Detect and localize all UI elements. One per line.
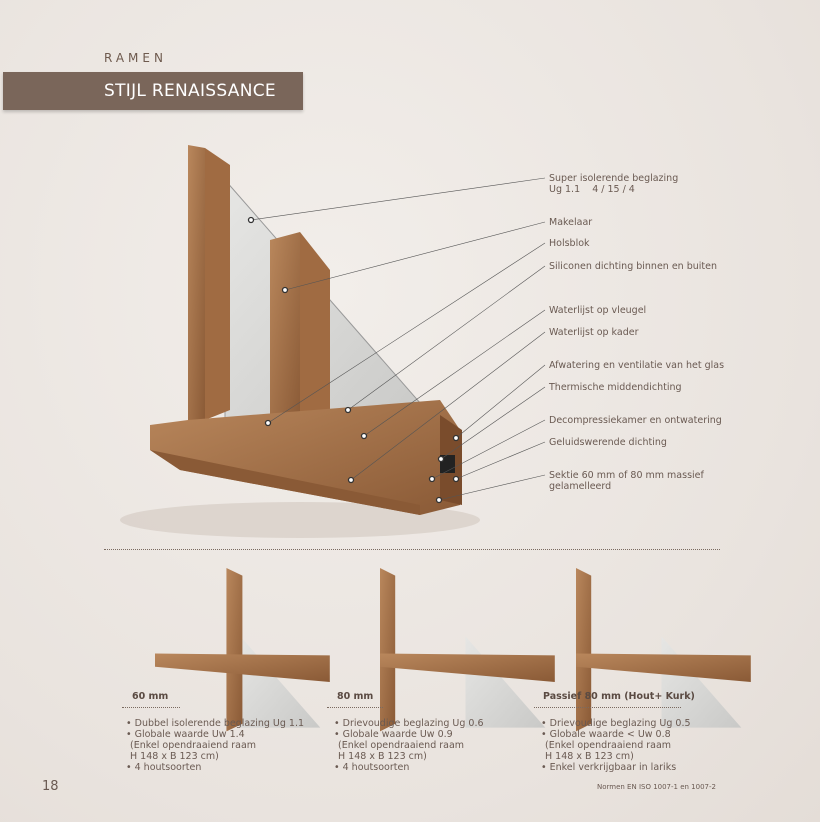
callout-geluid: Geluidswerende dichting <box>549 437 667 448</box>
list-item: • Drievoudige beglazing Ug 0.5 <box>541 718 691 729</box>
callout-sub: gelamelleerd <box>549 481 612 492</box>
variant-title: 80 mm <box>337 691 374 702</box>
callout-waterlijst-vleugel: Waterlijst op vleugel <box>549 305 647 316</box>
list-item: (Enkel opendraaiend raam <box>545 740 672 751</box>
callout-siliconen: Siliconen dichting binnen en buiten <box>549 261 718 272</box>
list-item: • 4 houtsoorten <box>126 762 202 773</box>
variant-passief: Passief 80 mm (Hout+ Kurk) • Drievoudige… <box>534 691 695 773</box>
section-label: RAMEN <box>104 51 167 65</box>
list-item: • Globale waarde Uw 0.9 <box>334 729 453 740</box>
variant-title: 60 mm <box>132 691 169 702</box>
variant-60mm: 60 mm • Dubbel isolerende beglazing Ug 1… <box>122 691 304 773</box>
callout-label: Sektie 60 mm of 80 mm massief <box>549 470 704 481</box>
callout-makelaar: Makelaar <box>549 217 593 228</box>
list-item: H 148 x B 123 cm) <box>130 751 219 762</box>
list-item: • Dubbel isolerende beglazing Ug 1.1 <box>126 718 305 729</box>
variant-thumbnails <box>155 568 751 732</box>
callout-decompressie: Decompressiekamer en ontwatering <box>549 415 722 426</box>
variant-title: Passief 80 mm (Hout+ Kurk) <box>543 691 695 702</box>
list-item: H 148 x B 123 cm) <box>545 751 634 762</box>
callout-afwatering: Afwatering en ventilatie van het glas <box>549 360 725 371</box>
callout-sub: Ug 1.1 4 / 15 / 4 <box>549 184 635 195</box>
callout-holsblok: Holsblok <box>549 238 590 249</box>
variant-80mm: 80 mm • Drievoudige beglazing Ug 0.6• Gl… <box>327 691 484 773</box>
list-item: (Enkel opendraaiend raam <box>130 740 257 751</box>
list-item: • 4 houtsoorten <box>334 762 410 773</box>
list-item: H 148 x B 123 cm) <box>338 751 427 762</box>
divider <box>327 707 383 708</box>
divider <box>104 549 720 550</box>
divider <box>122 707 180 708</box>
list-item: (Enkel opendraaiend raam <box>338 740 465 751</box>
norm-note: Normen EN ISO 1007-1 en 1007-2 <box>597 783 716 791</box>
list-item: • Drievoudige beglazing Ug 0.6 <box>334 718 484 729</box>
callout-label: Super isolerende beglazing <box>549 173 679 184</box>
title-band: STIJL RENAISSANCE <box>3 72 303 110</box>
list-item: • Enkel verkrijgbaar in lariks <box>541 762 677 773</box>
page-number: 18 <box>42 779 59 794</box>
page-title: STIJL RENAISSANCE <box>104 81 276 101</box>
divider <box>534 707 681 708</box>
list-item: • Globale waarde < Uw 0.8 <box>541 729 671 740</box>
list-item: • Globale waarde Uw 1.4 <box>126 729 245 740</box>
callout-thermische: Thermische middendichting <box>549 382 682 393</box>
callout-waterlijst-kader: Waterlijst op kader <box>549 327 639 338</box>
